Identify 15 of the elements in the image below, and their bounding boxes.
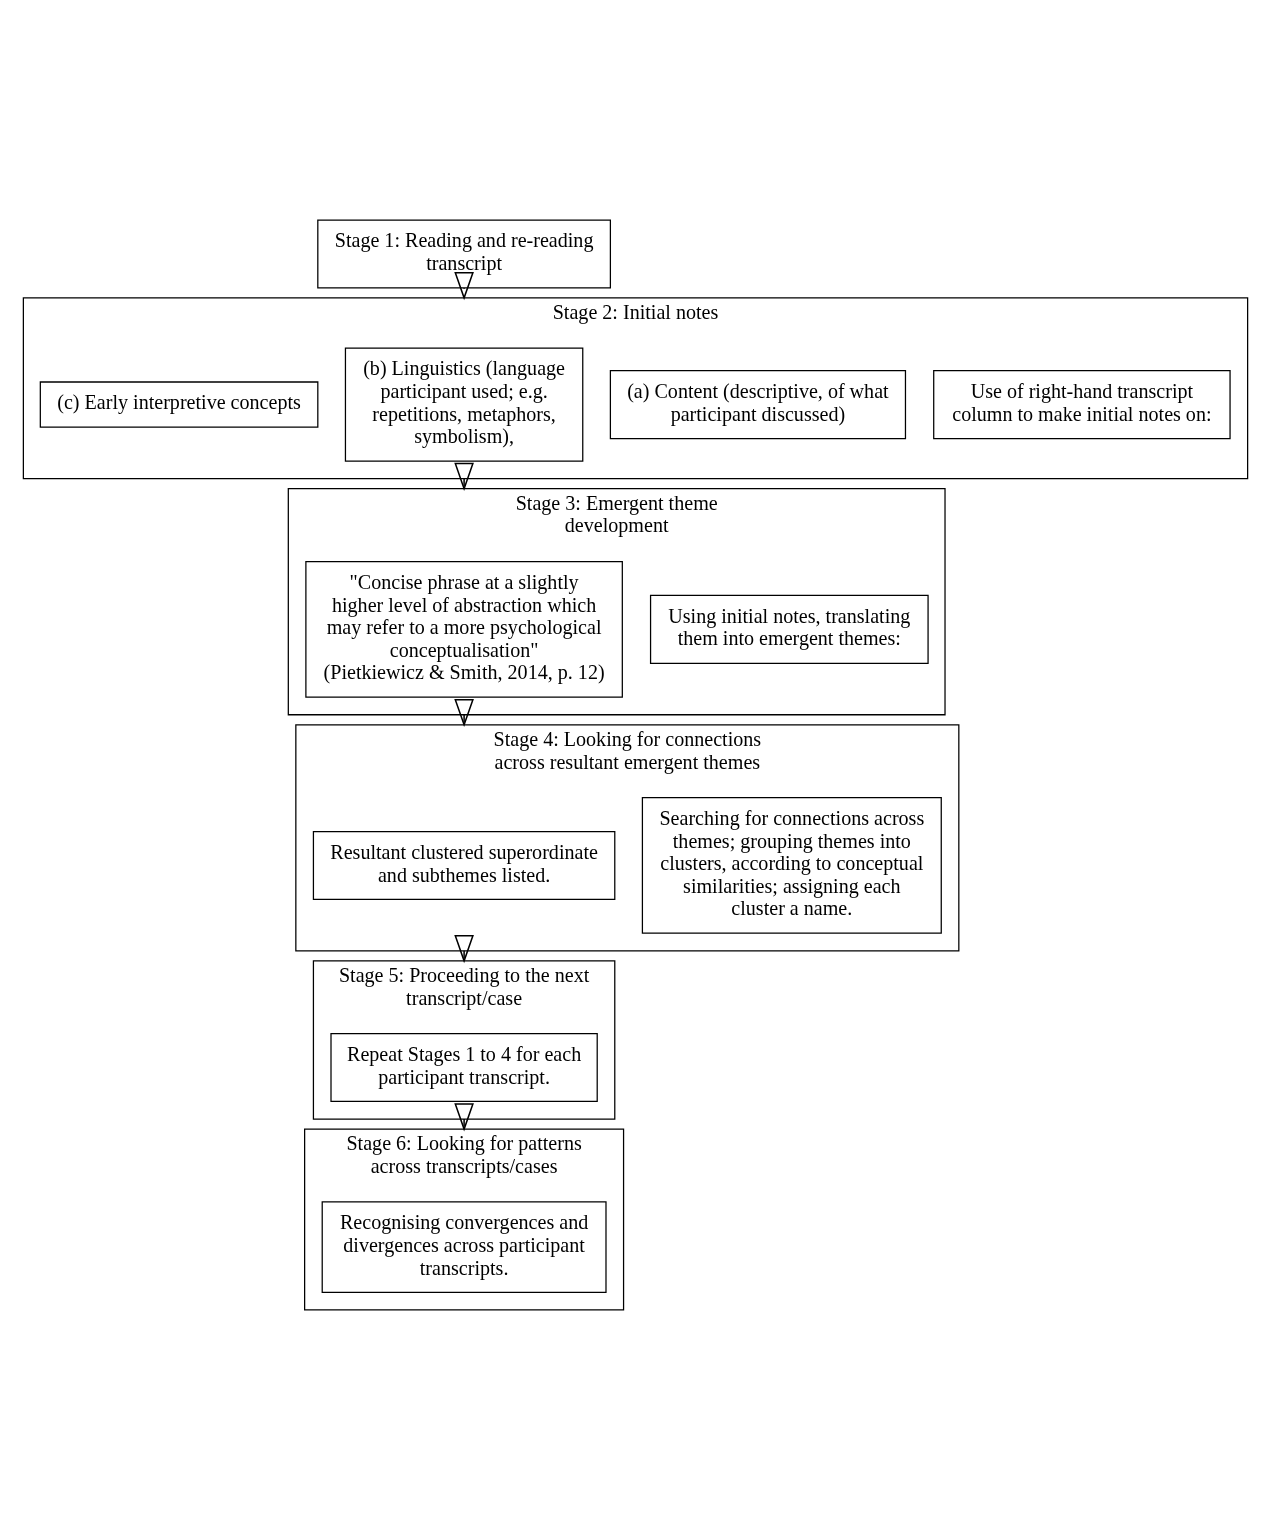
node-box: (b) Linguistics (language participant used; e.g. repetitions, metaphors, symbolism), [344, 347, 584, 462]
arrow [454, 1103, 474, 1132]
node-box: (a) Content (descriptive, of what participant discussed) [609, 370, 907, 440]
node-box: (c) Early interpretive concepts [39, 381, 319, 428]
arrow [454, 698, 474, 728]
node-box: Use of right-hand transcript column to make initial notes on: [933, 370, 1231, 440]
arrow [454, 462, 474, 491]
arrow [454, 935, 474, 964]
node-box: Using initial notes, translating them into emergent themes: [649, 594, 929, 664]
node-box: Recognising convergences and divergences across participant transcripts. [321, 1201, 607, 1293]
node-box: Searching for connections across themes; grouping themes into clusters, according to conceptual similarities; assigning each cluster a name. [641, 797, 942, 934]
arrow [454, 272, 474, 301]
node-box: Repeat Stages 1 to 4 for each participant transcript. [330, 1033, 598, 1103]
node-box: Resultant clustered superordinate and subthemes listed. [312, 830, 616, 900]
node-box: "Concise phrase at a slightly higher level of abstraction which may refer to a more psychological conceptualisation" (Pietkiewicz & Smith, 2014, p. 12) [305, 560, 623, 698]
